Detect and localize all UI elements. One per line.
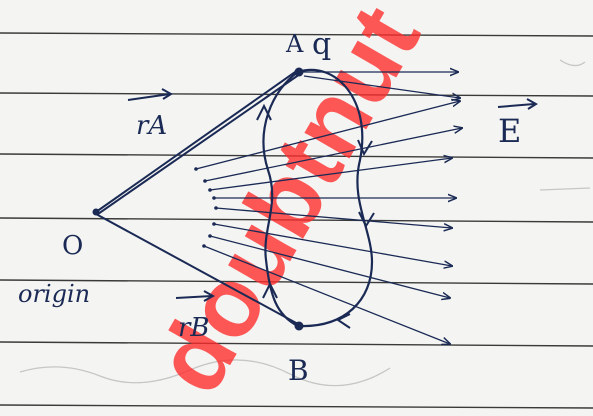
arrow-up-icon [256, 103, 272, 121]
ruled-lines [0, 32, 593, 409]
path-right [297, 68, 374, 328]
arrow-left-icon [336, 313, 351, 329]
closed-path [262, 68, 374, 328]
field-line [209, 158, 452, 191]
origin-word: origin [18, 280, 90, 308]
path-direction-arrows [256, 103, 375, 329]
field-label: E [498, 112, 521, 150]
field-line [209, 235, 450, 298]
field-line [203, 245, 450, 344]
point-b-label: B [288, 354, 309, 387]
arrow-down-icon [357, 139, 373, 157]
field-line [213, 223, 452, 266]
bleed-through-marks [19, 59, 591, 387]
vector-ra-label: rA [136, 111, 167, 141]
field-line-dots [194, 167, 218, 248]
vector-overbars [127, 88, 538, 302]
field-line [204, 128, 462, 182]
path-left [262, 71, 299, 327]
arrow-down-icon [358, 211, 375, 229]
field-line [303, 75, 460, 98]
field-line [195, 101, 460, 170]
point-a-label: A [285, 30, 304, 58]
point-b-dot [294, 321, 304, 331]
vector-rb-label: rB [178, 313, 210, 343]
arrow-up-icon [262, 281, 278, 299]
charge-label: q [312, 27, 331, 62]
vector-ra-line [95, 69, 299, 213]
point-a-dot [294, 67, 304, 77]
watermark: doubtnut [133, 0, 440, 411]
vector-rb-line [95, 213, 299, 325]
svg-text:doubtnut: doubtnut [133, 0, 440, 411]
origin-symbol: O [62, 231, 83, 261]
field-lines [195, 72, 462, 344]
vector-ra-line-2 [97, 73, 301, 215]
field-line [215, 207, 452, 228]
position-vectors [95, 69, 301, 325]
origin-dot [92, 208, 100, 216]
